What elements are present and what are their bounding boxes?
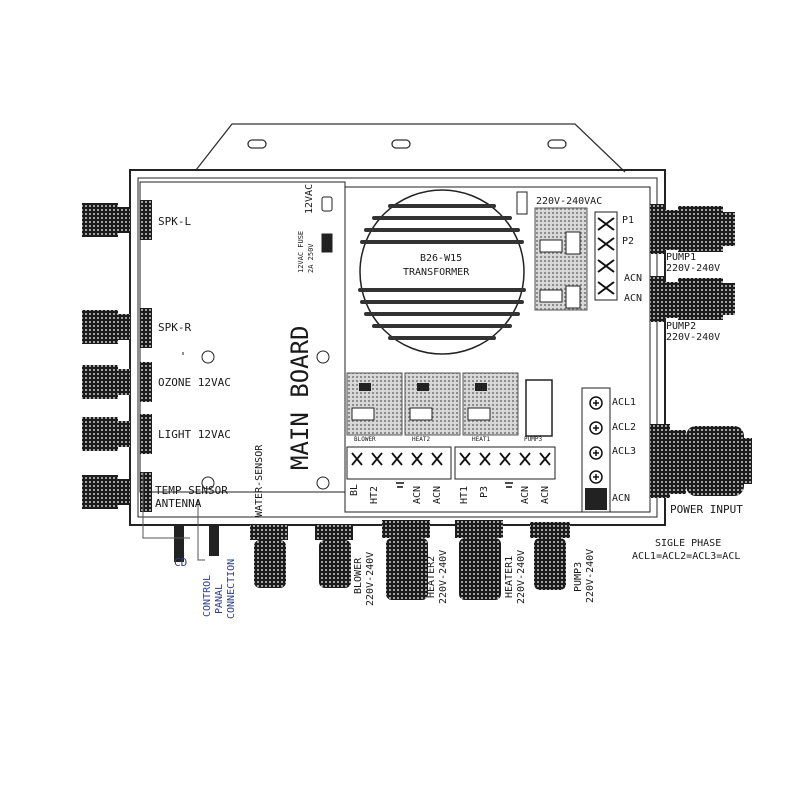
power-input-gland	[650, 424, 752, 498]
pump-terminal-block	[594, 211, 618, 301]
pump2-volt: 220V-240V	[666, 332, 721, 343]
relay-row	[346, 372, 553, 437]
power-input-label: POWER INPUT	[670, 503, 743, 516]
bottom-label-heater2: HEATER2	[426, 555, 437, 598]
pump-terminal-p2: P2	[622, 236, 635, 247]
bottom-label-blower: BLOWER	[353, 557, 364, 594]
relay-label-pump3: PUMP3	[524, 436, 543, 443]
main-board-details	[182, 196, 333, 490]
terminal-bl: BL	[349, 483, 360, 496]
terminal-strip-right	[454, 446, 556, 480]
bottom-volt-blower: 220V-240V	[365, 551, 376, 606]
acl3-label: ACL3	[612, 446, 637, 457]
pump-terminal-acn-1: ACN	[624, 273, 643, 284]
top-supply-label: 220V-240VAC	[536, 196, 603, 207]
acl1-label: ACL1	[612, 397, 637, 408]
pump-terminal-acn-2: ACN	[624, 293, 643, 304]
main-board-label: MAIN BOARD	[286, 325, 314, 471]
phase-line1: SIGLE PHASE	[655, 538, 722, 549]
pump-terminal-p1: P1	[622, 215, 635, 226]
relay-label-heat2: HEAT2	[412, 436, 431, 443]
transformer	[358, 189, 526, 355]
pump1-name: PUMP1	[666, 252, 697, 263]
water-sensor-label: WATER-SENSOR	[254, 444, 265, 517]
terminal-p3: P3	[479, 485, 490, 498]
fuse-rating: 2A 250V	[307, 243, 315, 273]
acl-terminal-block	[581, 387, 611, 513]
control-panel-line3: CONNECTION	[226, 558, 237, 619]
phase-line2: ACL1=ACL2=ACL3=ACL	[632, 551, 741, 562]
pump2-name: PUMP2	[666, 321, 697, 332]
fuse-label: 12VAC FUSE	[297, 230, 305, 273]
ground-symbols	[396, 482, 513, 488]
left-glands	[82, 203, 130, 509]
transformer-label: TRANSFORMER	[403, 267, 470, 278]
relay-label-heat1: HEAT1	[472, 436, 491, 443]
terminal-ht1: HT1	[459, 485, 470, 504]
transformer-model: B26-W15	[420, 253, 463, 264]
port-label-light: LIGHT 12VAC	[158, 428, 231, 441]
bottom-label-heater1: HEATER1	[504, 555, 515, 598]
leader-lines	[142, 472, 205, 561]
terminal-acn-2: ACN	[432, 485, 443, 504]
acn-label: ACN	[612, 493, 631, 504]
port-label-antenna: ANTENNA	[155, 497, 202, 510]
bottom-volt-heater2: 220V-240V	[438, 549, 449, 604]
bottom-label-pump3: PUMP3	[573, 561, 584, 592]
acl2-label: ACL2	[612, 422, 637, 433]
terminal-acn-4: ACN	[540, 485, 551, 504]
supply-connector	[516, 191, 528, 215]
terminal-acn-1: ACN	[412, 485, 423, 504]
pump2-gland	[650, 276, 735, 322]
port-label-ozone: OZONE 12VAC	[158, 376, 231, 389]
left-wall-tabs	[140, 200, 152, 512]
relay-label-blower: BLOWER	[354, 436, 376, 443]
port-label-spk-l: SPK-L	[158, 215, 192, 228]
terminal-ht2: HT2	[369, 485, 380, 504]
bottom-volt-heater1: 220V-240V	[516, 549, 527, 604]
port-label-spk-r: SPK-R	[158, 321, 192, 334]
pump-relays	[534, 207, 588, 311]
pump1-gland	[650, 204, 735, 254]
pump1-volt: 220V-240V	[666, 263, 721, 274]
port-label-temp-sensor: TEMP SENSOR	[155, 484, 228, 497]
terminal-acn-3: ACN	[520, 485, 531, 504]
terminal-strip-left	[346, 446, 452, 480]
bottom-volt-pump3: 220V-240V	[585, 548, 596, 603]
control-panel-line1: CONTROL	[202, 574, 213, 617]
bottom-glands	[174, 520, 570, 600]
mounting-bracket	[195, 123, 626, 173]
fuse-supply: 12VAC	[304, 183, 315, 214]
cd-label: CD	[174, 556, 188, 569]
control-panel-line2: PANAL	[214, 583, 225, 614]
